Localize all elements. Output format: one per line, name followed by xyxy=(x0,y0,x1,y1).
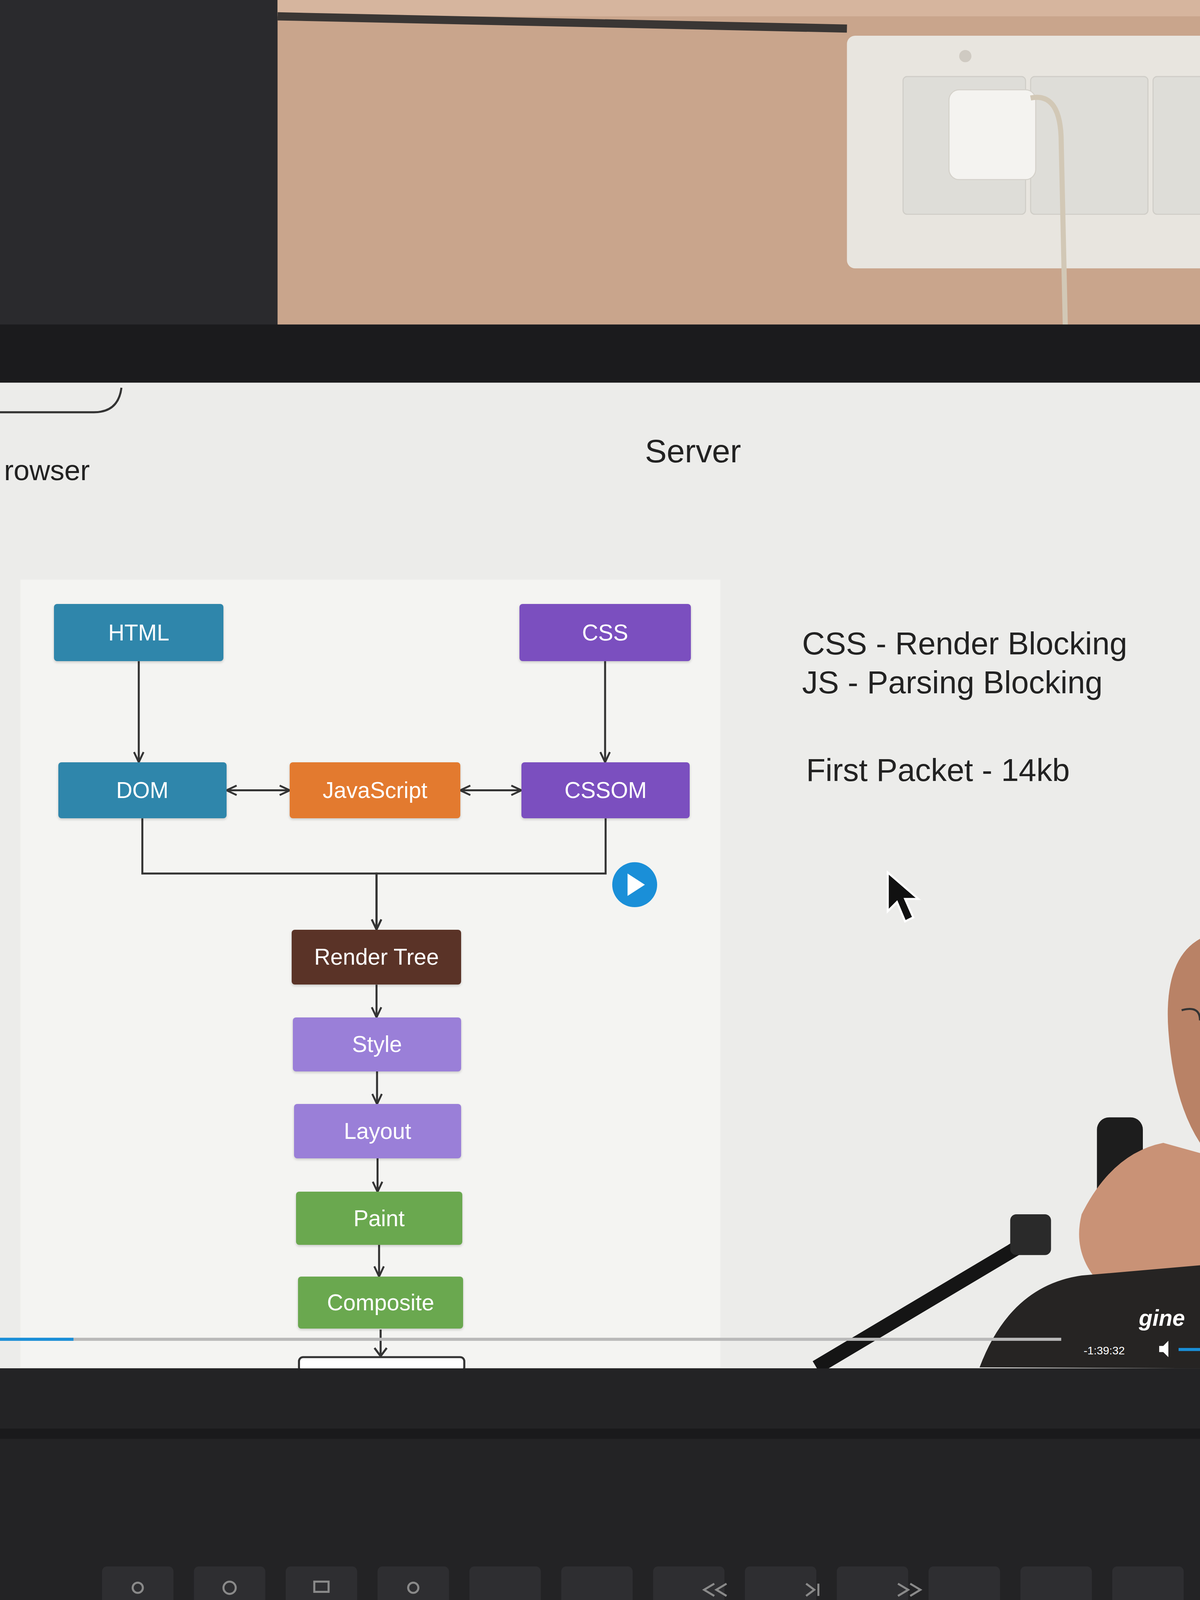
box-label: Composite xyxy=(326,1289,435,1316)
box-label: CSS xyxy=(582,619,629,646)
note-text: First Packet - 14kb xyxy=(805,751,1070,789)
flow-arrow xyxy=(375,984,378,1018)
flow-arrow xyxy=(376,1071,379,1104)
flow-arrow xyxy=(142,818,377,930)
watermark: gine xyxy=(1138,1305,1185,1331)
box-label: Paint xyxy=(353,1205,405,1232)
box-label: Layout xyxy=(344,1118,412,1145)
section-heading: Server xyxy=(644,432,741,471)
flow-arrow xyxy=(603,661,606,763)
box-label: CSSOM xyxy=(564,777,647,804)
process-box: CSS xyxy=(519,603,691,662)
flow-arrow xyxy=(376,818,606,930)
process-box: CSSOM xyxy=(521,762,690,819)
process-box: Render Tree xyxy=(291,929,462,985)
flow-arrow xyxy=(376,1158,379,1193)
flow-arrow xyxy=(378,1244,381,1277)
note-text: JS - Parsing Blocking xyxy=(801,664,1103,701)
process-box: Composite xyxy=(298,1276,464,1329)
flow-arrow xyxy=(460,789,522,792)
process-box: Paint xyxy=(296,1191,463,1245)
flow-arrow xyxy=(137,661,140,763)
process-box: DOM xyxy=(58,762,227,819)
process-box: Style xyxy=(292,1017,462,1072)
section-heading: rowser xyxy=(3,453,90,487)
box-label: HTML xyxy=(108,619,170,646)
note-text: CSS - Render Blocking xyxy=(801,625,1128,662)
box-label: Style xyxy=(351,1031,402,1058)
video-timestamp: -1:39:32 xyxy=(1083,1344,1125,1358)
process-box: Layout xyxy=(294,1103,462,1158)
box-label: JavaScript xyxy=(322,777,428,804)
process-box: JavaScript xyxy=(289,762,460,819)
process-box: HTML xyxy=(53,603,224,662)
box-label: Render Tree xyxy=(314,944,439,970)
flow-arrow xyxy=(226,789,290,792)
box-label: DOM xyxy=(116,777,169,804)
